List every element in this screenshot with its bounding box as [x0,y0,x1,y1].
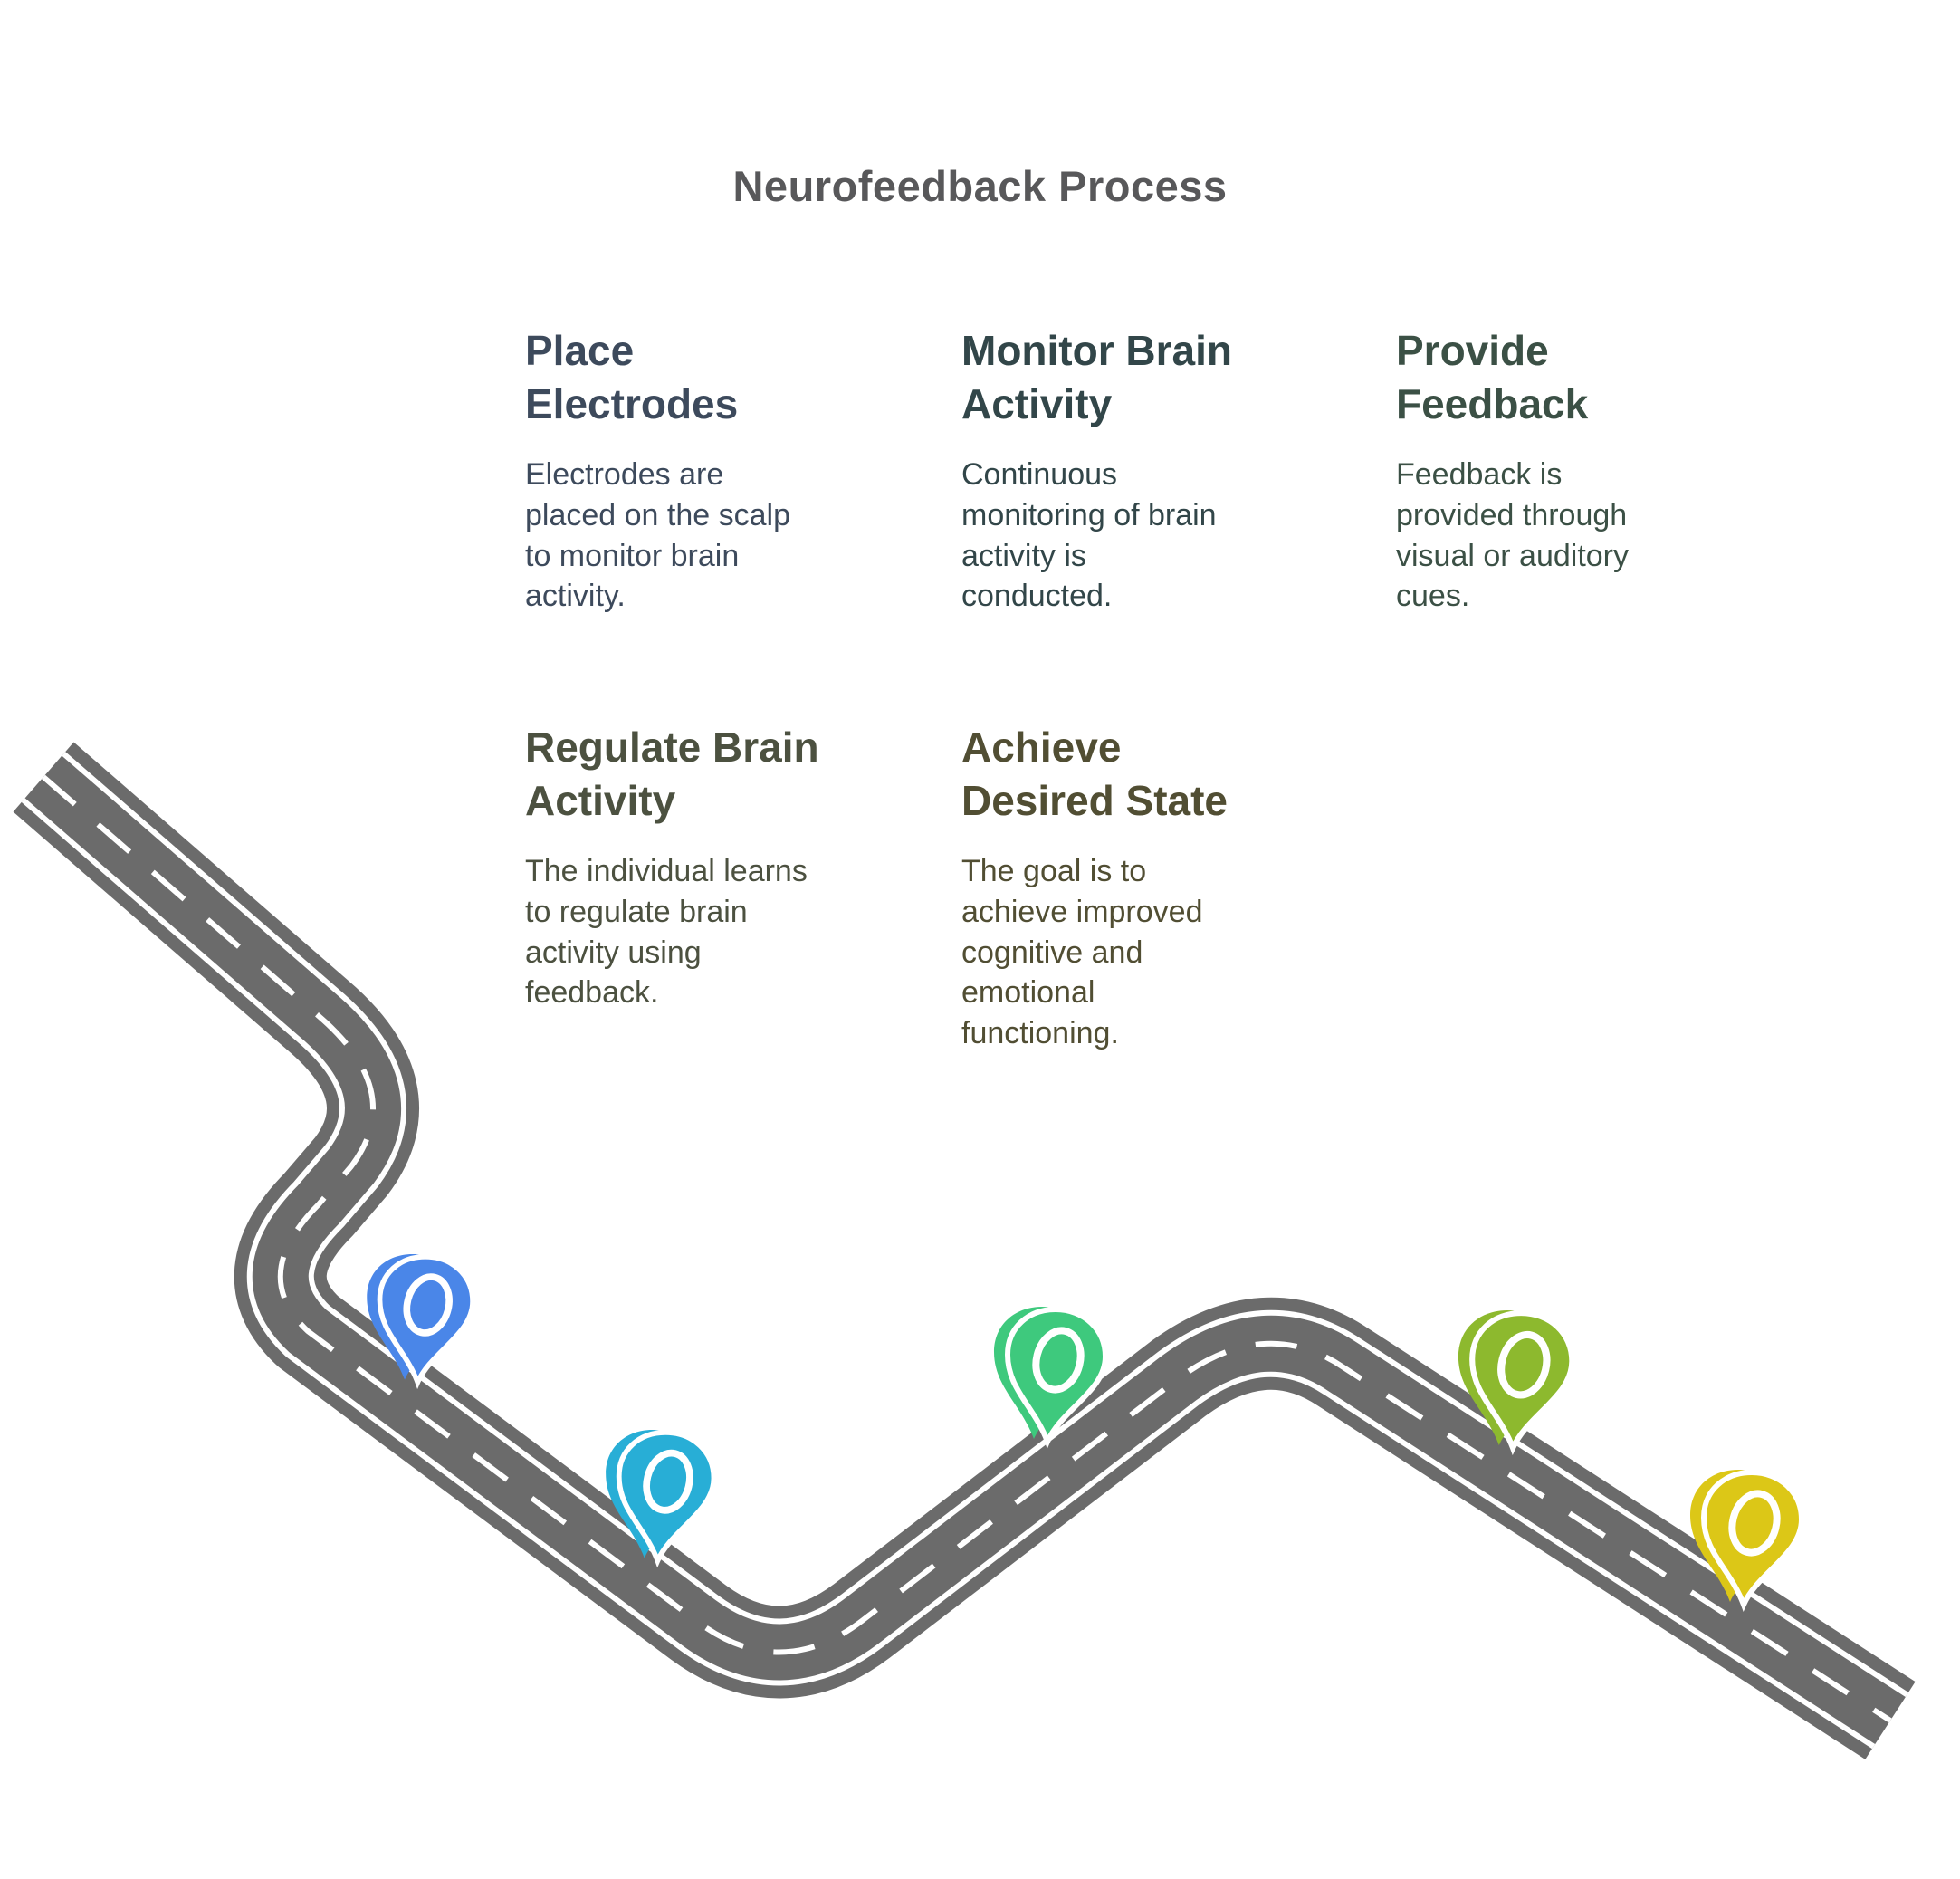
step-monitor-brain-activity: Monitor Brain Activity Continuous monito… [961,324,1324,617]
step-achieve-desired-state: Achieve Desired State The goal is to ach… [961,721,1324,1054]
pin-hole [1497,1330,1551,1399]
step-body: Electrodes are placed on the scalp to mo… [525,456,790,614]
step-heading: Monitor Brain Activity [961,327,1232,427]
step-heading: Regulate Brain Activity [525,724,819,824]
step-body: The individual learns to regulate brain … [525,853,808,1011]
map-pin-step-2 [606,1429,717,1568]
page-title: Neurofeedback Process [732,162,1228,210]
map-pin-step-4 [1458,1310,1575,1456]
step-heading: Provide Feedback [1396,327,1589,427]
map-pin-step-3 [994,1306,1109,1449]
road-surface [24,755,1906,1745]
step-place-electrodes: Place Electrodes Electrodes are placed o… [525,324,887,617]
map-pin-step-1 [367,1253,475,1390]
step-heading: Achieve Desired State [961,724,1229,824]
pin-hole [643,1449,693,1514]
step-provide-feedback: Provide Feedback Feedback is provided th… [1396,324,1758,617]
map-pin-step-5 [1690,1469,1805,1612]
step-body: Feedback is provided through visual or a… [1396,456,1630,614]
pin-hole [1032,1327,1085,1394]
road [13,742,1916,1759]
pin-hole [403,1273,453,1337]
pin-hole [1728,1490,1781,1557]
step-regulate-brain-activity: Regulate Brain Activity The individual l… [525,721,887,1013]
step-heading: Place Electrodes [525,327,739,427]
step-body: Continuous monitoring of brain activity … [961,456,1217,614]
step-body: The goal is to achieve improved cognitiv… [961,853,1203,1051]
